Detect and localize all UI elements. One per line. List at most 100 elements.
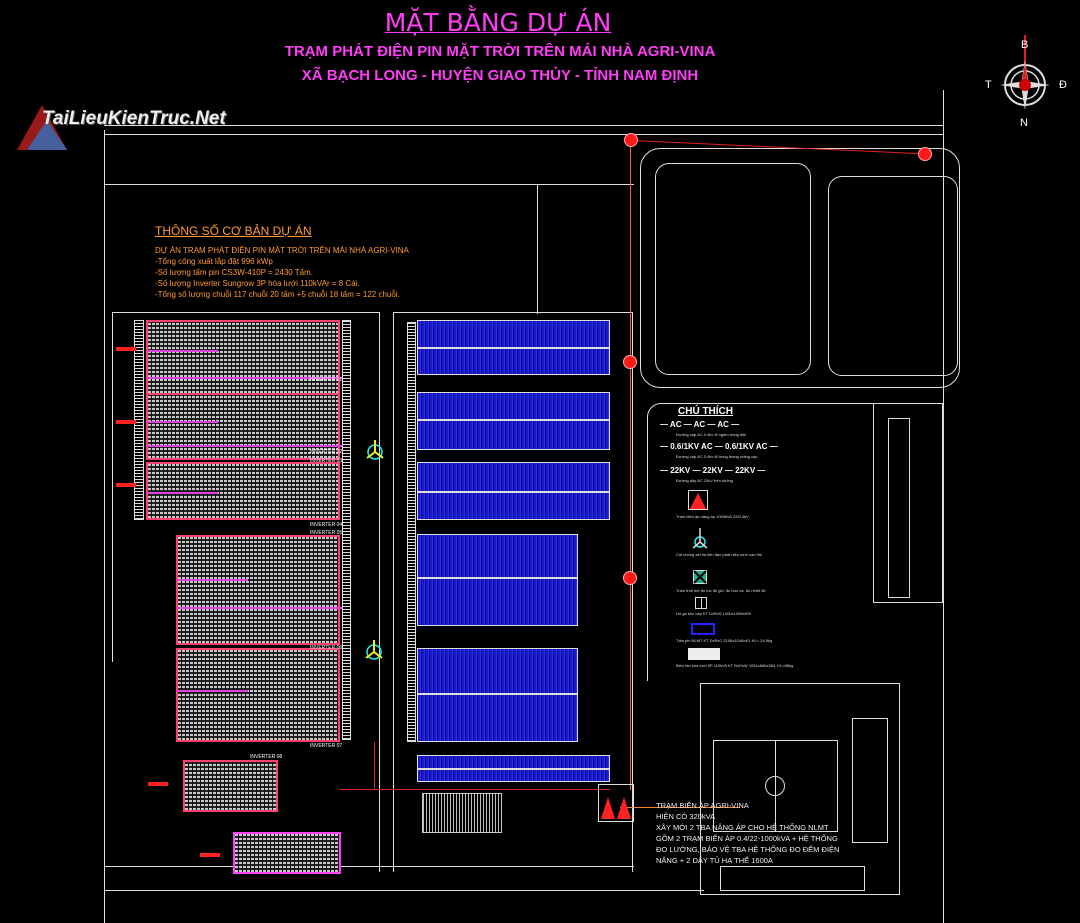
combiner-box — [148, 782, 168, 786]
compound-building — [852, 718, 888, 843]
cable-tray-center — [342, 320, 351, 740]
legend-caption: Biến tần hòa lưới 3P 110kVA KT RxDxW 105… — [676, 663, 794, 668]
legend-caption: Trạm biến áp nâng áp 1000kVA 22/0.4kV — [676, 514, 749, 519]
compass-rose: B N T Đ — [985, 35, 1067, 130]
combiner-box — [200, 853, 220, 857]
legend-caption: Đường cáp AC 0.4kv đi trong thang máng c… — [676, 454, 758, 459]
cable-ac-horizontal — [340, 789, 610, 790]
boundary-inner-v — [537, 184, 538, 314]
legend-caption: Đường cáp AC 0.4kv đi ngầm trong đất — [676, 432, 746, 437]
building-east-inner — [888, 418, 910, 598]
combiner-box — [116, 347, 136, 351]
lightning-rod-icon — [365, 640, 383, 660]
parameters-heading: THÔNG SỐ CƠ BẢN DỰ ÁN — [155, 224, 312, 238]
pole-marker — [623, 355, 637, 369]
inverter-label: INVERTER 04 — [310, 522, 343, 528]
lightning-rod-icon — [692, 528, 708, 549]
substation-note: TRẠM BIẾN ÁP AGRI-VINA HIỆN CÓ 320kVA XÂ… — [656, 800, 839, 866]
legend-caption: Tấm pin NLMT KT DxRxC 2108x1048x40, KL= … — [676, 638, 773, 643]
pole-marker — [623, 571, 637, 585]
building-north-1 — [655, 163, 811, 375]
note-line: TRẠM BIẾN ÁP AGRI-VINA — [656, 801, 749, 810]
inverter-label: INVERTER 08 — [250, 754, 283, 760]
boundary-inner — [104, 184, 634, 185]
parameter-line: -Số lượng Inverter Sungrow 3P hòa lưới 1… — [155, 279, 360, 288]
solar-array-east-2 — [417, 392, 610, 450]
project-parameters: THÔNG SỐ CƠ BẢN DỰ ÁN DỰ ÁN TRẠM PHÁT ĐI… — [155, 224, 409, 300]
solar-array-west-5 — [176, 648, 340, 742]
solar-array-east-6 — [417, 755, 610, 782]
transformer-station — [598, 784, 634, 822]
solar-array-east-4 — [417, 534, 578, 626]
road-bottom — [104, 866, 634, 867]
boundary-top-block2 — [393, 312, 633, 313]
building-north-2 — [828, 176, 958, 376]
note-line: ĐO LƯỜNG, BẢO VỆ TBA HỆ THỐNG ĐO ĐẾM ĐIỆ… — [656, 845, 840, 854]
parameter-line: -Số lượng tấm pin CS3W-410P = 2430 Tấm. — [155, 268, 314, 277]
inverter-label: INVERTER 03 — [310, 458, 343, 464]
compass-east: Đ — [1059, 79, 1067, 91]
transformer-icon — [688, 490, 708, 510]
watermark-logo — [12, 100, 72, 155]
solar-panel-icon — [691, 623, 715, 635]
legend-panel: CHÚ THÍCH — AC — AC — AC — Đường cáp AC … — [647, 403, 944, 681]
solar-array-east-1 — [417, 320, 610, 375]
inverter-icon — [688, 648, 720, 660]
solar-array-west-7 — [233, 832, 341, 874]
watermark-text: TaiLieuKienTruc.Net — [42, 108, 226, 129]
hatched-area — [422, 793, 502, 833]
combiner-box — [116, 483, 136, 487]
boundary-left-block — [112, 312, 113, 662]
sports-compound — [700, 683, 900, 895]
boundary-top-block — [112, 312, 380, 313]
legend-symbol: — 22KV — 22KV — 22KV — — [660, 466, 766, 475]
legend-caption: Cột chống sét tia tiên đạo phát hiện sớm… — [676, 552, 763, 557]
boundary-inner-v3 — [393, 312, 394, 872]
note-line: HIỆN CÓ 320kVA — [656, 812, 716, 821]
legend-caption: Đường dây AC 22kV trên không — [676, 478, 733, 483]
cable-pit-icon — [695, 597, 707, 609]
cable-ac-vertical — [374, 742, 375, 790]
pole-marker — [918, 147, 932, 161]
compass-north: B — [1021, 39, 1029, 51]
inverter-label: INVERTER 06 — [310, 645, 343, 651]
road-top-edge-2 — [104, 134, 944, 135]
weather-station-icon — [693, 570, 707, 584]
parameter-line: -Tổng số lượng chuỗi 117 chuỗi 20 tấm +5… — [155, 290, 400, 299]
compound-south-building — [720, 866, 865, 891]
solar-array-east-3 — [417, 462, 610, 520]
combiner-box — [116, 420, 136, 424]
note-line: NĂNG + 2 DÂY TỦ HẠ THẾ 1600A — [656, 856, 773, 865]
note-line: GỒM 2 TRẠM BIẾN ÁP 0.4/22-1000kVA + HỆ T… — [656, 834, 838, 843]
location-subtitle: XÃ BẠCH LONG - HUYỆN GIAO THỦY - TỈNH NA… — [301, 67, 699, 84]
inverter-label: INVERTER 01 — [310, 377, 343, 383]
road-bottom2 — [104, 890, 704, 891]
site-boundary-left — [104, 130, 105, 923]
solar-array-west-2 — [146, 393, 342, 460]
cable-tray-east — [407, 322, 416, 742]
page-title: MẶT BẰNG DỰ ÁN — [384, 8, 612, 37]
solar-array-west-1 — [146, 320, 342, 395]
pole-marker — [624, 133, 638, 147]
cable-22kv-vertical — [630, 140, 631, 790]
site-boundary-right — [943, 90, 944, 923]
solar-array-west-4 — [176, 535, 342, 645]
note-line: XÂY MỚI 2 TBA NÂNG ÁP CHO HỆ THỐNG NLMT — [656, 823, 829, 832]
inverter-label: INVERTER 02 — [310, 449, 343, 455]
solar-array-west-3 — [146, 462, 340, 520]
building-north-outline — [640, 148, 960, 388]
legend-caption: Trạm thời tiết đo tốc độ gió, đo bức xạ,… — [676, 588, 766, 593]
legend-symbol: — AC — AC — AC — — [660, 420, 740, 429]
boundary-inner-v2 — [379, 312, 380, 872]
lightning-rod-icon — [366, 440, 384, 460]
legend-symbol: — 0.6/1KV AC — 0.6/1KV AC — — [660, 442, 778, 451]
inverter-label: INVERTER 05 — [310, 530, 343, 536]
legend-caption: Hố ga kéo cáp KT DxRxS 1000x1000x800 — [676, 611, 752, 616]
solar-array-east-5 — [417, 648, 578, 742]
project-subtitle: TRẠM PHÁT ĐIỆN PIN MẶT TRỜI TRÊN MÁI NHÀ… — [284, 43, 716, 60]
boundary-right-block — [632, 312, 633, 872]
field-circle — [765, 776, 785, 796]
inverter-label: INVERTER 07 — [310, 743, 343, 749]
parameter-line: -Tổng công xuất lắp đặt 996 kWp — [155, 257, 273, 266]
cable-note-leader — [620, 807, 740, 808]
